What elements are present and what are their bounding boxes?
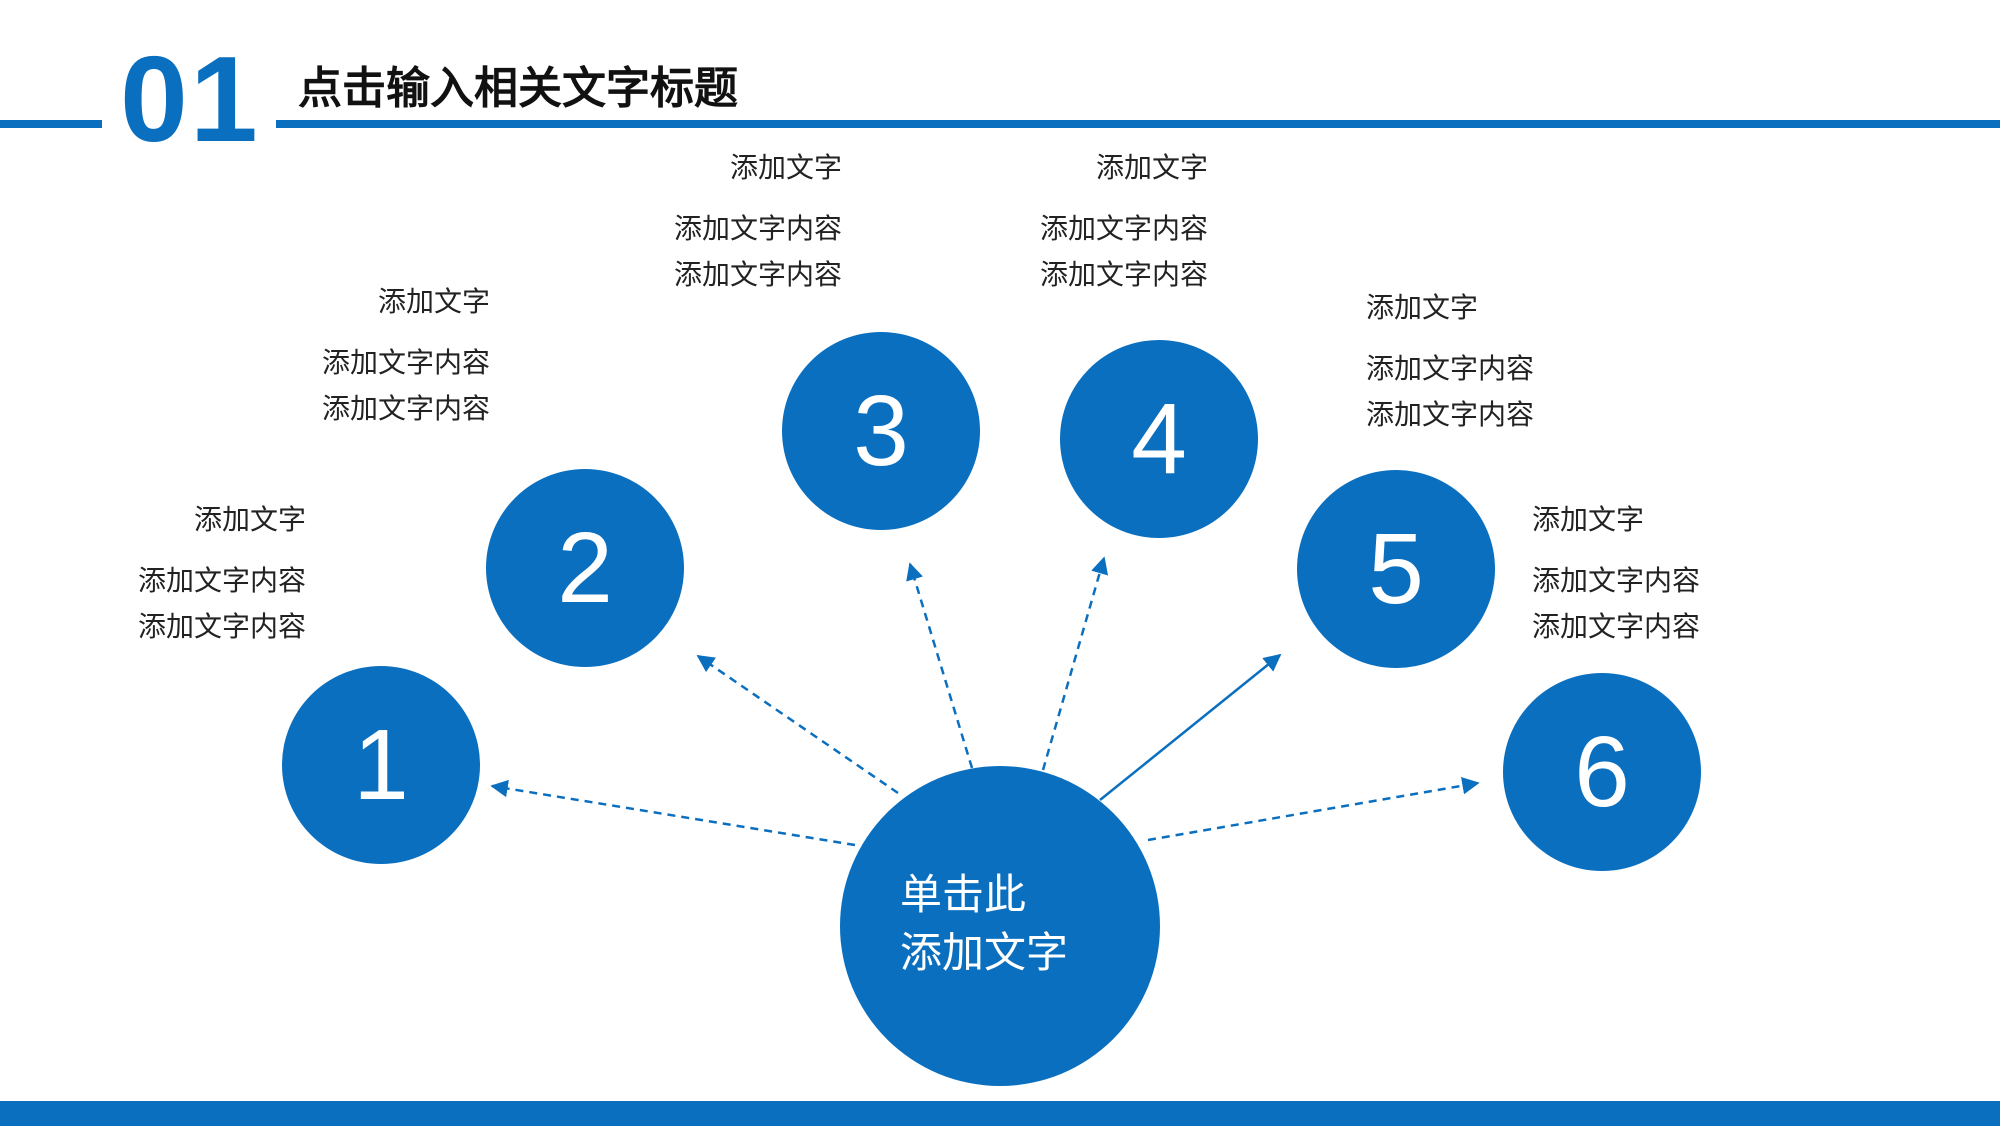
- node-4-number: 4: [1131, 383, 1187, 495]
- node-2-number: 2: [557, 512, 613, 624]
- node-1-line-2: 添加文字内容: [137, 610, 306, 643]
- connector-4: [1041, 556, 1109, 771]
- node-3-line-1: 添加文字内容: [673, 212, 842, 245]
- node-2-title: 添加文字: [377, 285, 490, 318]
- node-5-line-2: 添加文字内容: [1366, 398, 1535, 431]
- node-3-circle[interactable]: 3: [782, 332, 980, 530]
- node-4-line-2: 添加文字内容: [1039, 258, 1208, 291]
- node-2-text[interactable]: 添加文字 添加文字内容 添加文字内容: [260, 284, 490, 432]
- node-5-circle[interactable]: 5: [1297, 470, 1495, 668]
- node-1-title: 添加文字: [193, 503, 306, 536]
- node-6-text[interactable]: 添加文字 添加文字内容 添加文字内容: [1532, 502, 1762, 650]
- node-6-line-1: 添加文字内容: [1532, 564, 1701, 597]
- node-2-line-1: 添加文字内容: [321, 346, 490, 379]
- center-label-line-2: 添加文字: [900, 928, 1069, 977]
- node-1-text[interactable]: 添加文字 添加文字内容 添加文字内容: [76, 502, 306, 650]
- node-6-circle[interactable]: 6: [1503, 673, 1701, 871]
- node-2-circle[interactable]: 2: [486, 469, 684, 667]
- node-1-number: 1: [353, 709, 409, 821]
- node-3-line-2: 添加文字内容: [673, 258, 842, 291]
- node-5-text[interactable]: 添加文字 添加文字内容 添加文字内容: [1366, 290, 1596, 438]
- node-3-text[interactable]: 添加文字 添加文字内容 添加文字内容: [612, 150, 842, 298]
- connector-1: [490, 779, 856, 847]
- connector-5: [1099, 653, 1282, 801]
- node-1-line-1: 添加文字内容: [137, 564, 306, 597]
- node-3-title: 添加文字: [729, 151, 842, 184]
- center-circle[interactable]: 单击此 添加文字: [840, 766, 1160, 1086]
- node-1-circle[interactable]: 1: [282, 666, 480, 864]
- node-6-line-2: 添加文字内容: [1532, 610, 1701, 643]
- node-4-text[interactable]: 添加文字 添加文字内容 添加文字内容: [978, 150, 1208, 298]
- center-label-line-1: 单击此: [900, 870, 1027, 919]
- node-2-line-2: 添加文字内容: [321, 392, 490, 425]
- node-5-title: 添加文字: [1366, 291, 1479, 324]
- node-4-title: 添加文字: [1095, 151, 1208, 184]
- node-4-circle[interactable]: 4: [1060, 340, 1258, 538]
- header-rule-right: [276, 120, 2000, 128]
- node-6-number: 6: [1574, 716, 1630, 828]
- center-label[interactable]: 单击此 添加文字: [900, 866, 1140, 982]
- connector-6: [1147, 777, 1480, 842]
- node-6-title: 添加文字: [1532, 503, 1645, 536]
- footer-band: [0, 1101, 2000, 1126]
- header-rule-left: [0, 120, 102, 128]
- node-5-number: 5: [1368, 513, 1424, 625]
- connector-3: [906, 562, 974, 769]
- node-3-number: 3: [853, 375, 909, 487]
- section-number: 01: [120, 31, 260, 167]
- node-5-line-1: 添加文字内容: [1366, 352, 1535, 385]
- slide-title[interactable]: 点击输入相关文字标题: [298, 63, 738, 114]
- node-4-line-1: 添加文字内容: [1039, 212, 1208, 245]
- connector-2: [696, 654, 899, 795]
